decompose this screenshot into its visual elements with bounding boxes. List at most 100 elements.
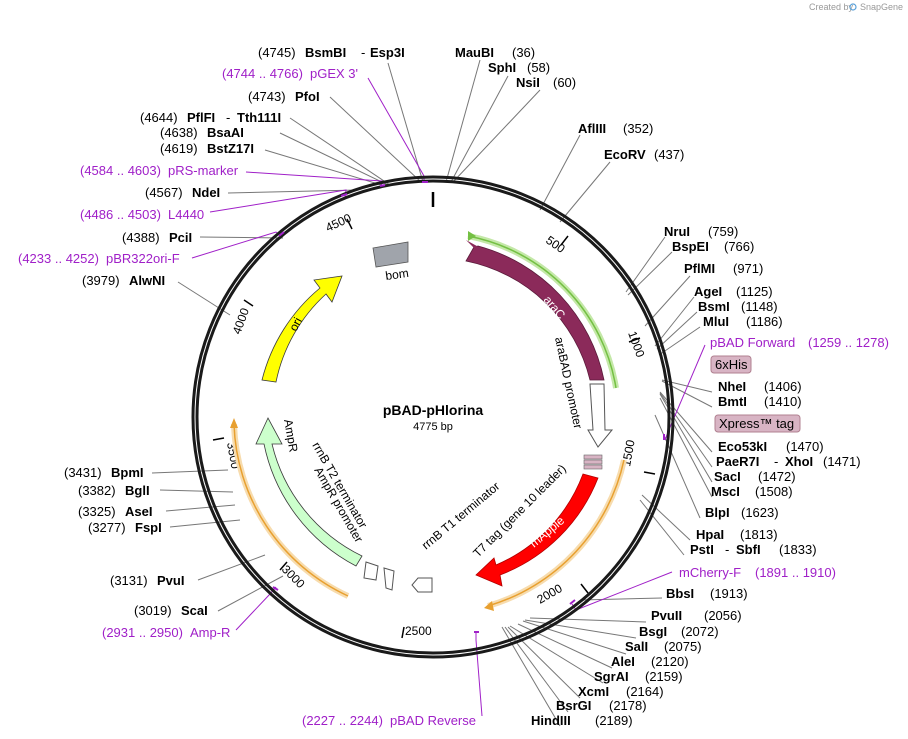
label-ori: ori <box>286 315 305 333</box>
svg-text:pBAD Reverse: pBAD Reverse <box>390 713 476 728</box>
site-msci: MscI (1508) <box>711 484 793 499</box>
site-fspi: (3277) FspI <box>88 520 162 535</box>
site-pvui: (3131) PvuI <box>110 573 184 588</box>
site-nsii: NsiI (60) <box>516 75 576 90</box>
svg-text:NruI: NruI <box>664 224 690 239</box>
svg-text:XhoI: XhoI <box>785 454 813 469</box>
svg-text:BsrGI: BsrGI <box>556 698 591 713</box>
svg-text:AlwNI: AlwNI <box>129 273 165 288</box>
svg-text:(4388): (4388) <box>122 230 160 245</box>
svg-text:(352): (352) <box>623 121 653 136</box>
site-hpai: HpaI (1813) <box>696 527 778 542</box>
site-ndei: (4567) NdeI <box>145 185 220 200</box>
feature-ampr <box>255 417 363 567</box>
svg-text:(766): (766) <box>724 239 754 254</box>
site-hindiii: HindIII (2189) <box>531 713 633 728</box>
primer-l4440: (4486 .. 4503) L4440 <box>80 207 204 222</box>
site-bsmi: BsmI (1148) <box>698 299 778 314</box>
tick-4000: 4000 <box>230 306 252 336</box>
feature-arac-head <box>466 240 484 256</box>
svg-text:PfoI: PfoI <box>295 89 320 104</box>
site-pvuii: PvuII (2056) <box>651 608 742 623</box>
svg-text:EcoRV: EcoRV <box>604 147 646 162</box>
svg-text:PstI: PstI <box>690 542 714 557</box>
site-bgli: (3382) BglI <box>78 483 150 498</box>
orf-mapple-arc <box>487 459 625 607</box>
svg-text:NsiI: NsiI <box>516 75 540 90</box>
svg-text:(36): (36) <box>512 45 535 60</box>
svg-text:Xpress™ tag: Xpress™ tag <box>719 416 794 431</box>
svg-text:MluI: MluI <box>703 314 729 329</box>
svg-text:(1472): (1472) <box>758 469 796 484</box>
svg-text:(4745): (4745) <box>258 45 296 60</box>
credit-brand: SnapGene <box>860 2 903 12</box>
credit-prefix: Created by <box>809 2 854 12</box>
svg-text:AflIII: AflIII <box>578 121 606 136</box>
svg-text:BstZ17I: BstZ17I <box>207 141 254 156</box>
svg-text:(2056): (2056) <box>704 608 742 623</box>
svg-text:(1148): (1148) <box>741 299 778 314</box>
svg-text:(4644): (4644) <box>140 110 178 125</box>
svg-text:SbfI: SbfI <box>736 542 761 557</box>
site-bsaai: (4638) BsaAI <box>160 125 244 140</box>
site-sgrai: SgrAI (2159) <box>594 669 683 684</box>
site-pflmi: PflMI (971) <box>684 261 763 276</box>
svg-text:-: - <box>361 45 365 60</box>
site-pfoi: (4743) PfoI <box>248 89 320 104</box>
site-bpmi: (3431) BpmI <box>64 465 144 480</box>
svg-text:(4638): (4638) <box>160 125 198 140</box>
svg-text:pBR322ori-F: pBR322ori-F <box>106 251 180 266</box>
svg-text:(1186): (1186) <box>746 314 783 329</box>
svg-text:(4619): (4619) <box>160 141 198 156</box>
svg-text:(4233 .. 4252): (4233 .. 4252) <box>18 251 99 266</box>
svg-text:FspI: FspI <box>135 520 162 535</box>
svg-text:(1259 .. 1278): (1259 .. 1278) <box>808 335 889 350</box>
label-bom: bom <box>384 266 409 283</box>
label-ampr: AmpR <box>281 418 301 454</box>
tag-xpress: Xpress™ tag <box>714 414 801 433</box>
label-t7-tag: T7 tag (gene 10 leader) <box>470 462 569 561</box>
site-ecorv: EcoRV (437) <box>604 147 684 162</box>
site-sali: SalI (2075) <box>625 639 702 654</box>
site-nhei: NheI (1406) <box>718 379 802 394</box>
svg-text:pRS-marker: pRS-marker <box>168 163 239 178</box>
svg-text:Amp-R: Amp-R <box>190 625 230 640</box>
site-nrui: NruI (759) <box>664 224 738 239</box>
svg-text:(2189): (2189) <box>595 713 633 728</box>
svg-text:(2164): (2164) <box>626 684 664 699</box>
svg-text:(1813): (1813) <box>740 527 778 542</box>
site-bsrgi: BsrGI (2178) <box>556 698 647 713</box>
svg-text:PvuI: PvuI <box>157 573 184 588</box>
svg-text:BlpI: BlpI <box>705 505 730 520</box>
svg-text:PaeR7I: PaeR7I <box>716 454 759 469</box>
svg-text:Tth111I: Tth111I <box>237 110 281 125</box>
orf-ampr-arc <box>233 423 349 597</box>
site-maubi: MauBI (36) <box>455 45 535 60</box>
site-bsgi: BsgI (2072) <box>639 624 719 639</box>
svg-text:(2931 .. 2950): (2931 .. 2950) <box>102 625 183 640</box>
feature-bom <box>372 241 409 268</box>
site-pcii: (4388) PciI <box>122 230 192 245</box>
svg-text:NdeI: NdeI <box>192 185 220 200</box>
svg-text:(2072): (2072) <box>681 624 719 639</box>
svg-text:(4486 .. 4503): (4486 .. 4503) <box>80 207 161 222</box>
svg-text:(1125): (1125) <box>736 284 773 299</box>
svg-text:PflMI: PflMI <box>684 261 715 276</box>
svg-text:(3382): (3382) <box>78 483 116 498</box>
svg-text:SgrAI: SgrAI <box>594 669 629 684</box>
primer-pbr322ori-f: (4233 .. 4252) pBR322ori-F <box>18 251 180 266</box>
svg-text:L4440: L4440 <box>168 207 204 222</box>
svg-text:(60): (60) <box>553 75 576 90</box>
primer-pbad-reverse: (2227 .. 2244) pBAD Reverse <box>302 713 476 728</box>
svg-text:(3019): (3019) <box>134 603 172 618</box>
svg-text:BspEI: BspEI <box>672 239 709 254</box>
orf-arac-head <box>468 231 476 241</box>
svg-text:(1406): (1406) <box>764 379 802 394</box>
feature-tags <box>583 454 603 470</box>
svg-text:PflFI: PflFI <box>187 110 215 125</box>
svg-text:(1891 .. 1910): (1891 .. 1910) <box>755 565 836 580</box>
site-bstz17i: (4619) BstZ17I <box>160 141 254 156</box>
svg-text:(759): (759) <box>708 224 738 239</box>
svg-text:mCherry-F: mCherry-F <box>679 565 741 580</box>
svg-text:(58): (58) <box>527 60 550 75</box>
